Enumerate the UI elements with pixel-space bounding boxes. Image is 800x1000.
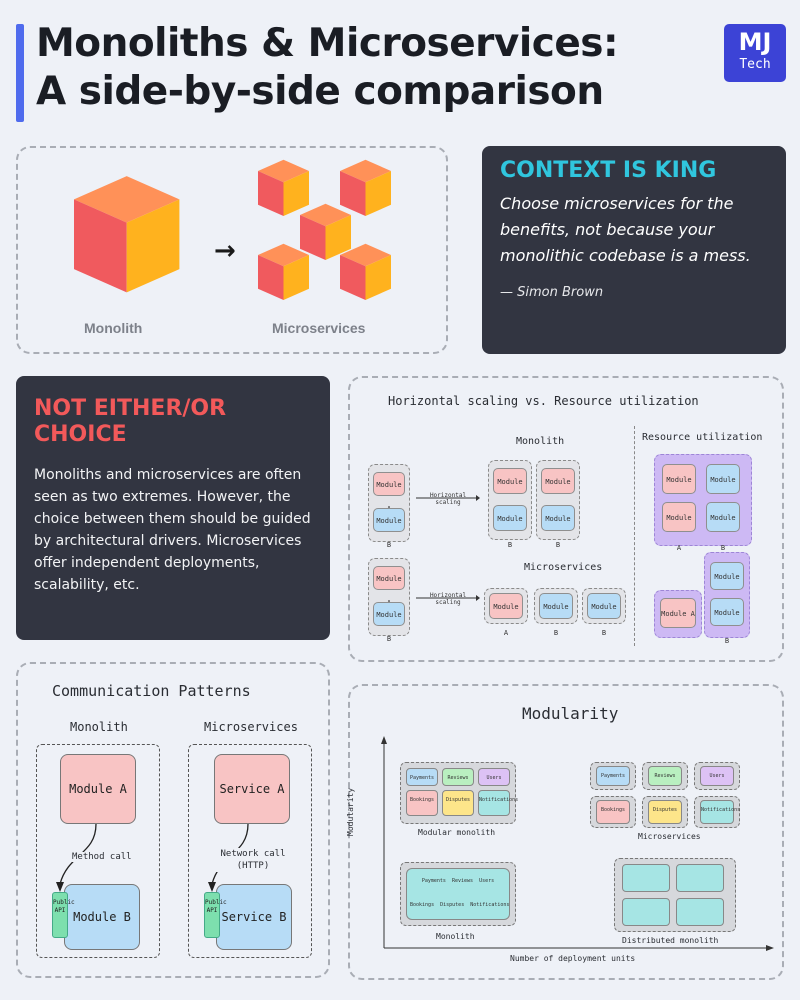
module-a: Module A bbox=[662, 502, 696, 552]
module-b: Module B bbox=[539, 593, 573, 637]
scaling-monolith-label: Monolith bbox=[516, 436, 565, 447]
scaling-title: Horizontal scaling vs. Resource utilizat… bbox=[388, 394, 699, 408]
distributed-node bbox=[622, 898, 670, 926]
module-box: Users bbox=[700, 766, 734, 786]
communication-patterns-card: Communication Patterns Monolith Microser… bbox=[16, 662, 330, 978]
module-b: Module B bbox=[64, 884, 140, 950]
public-api: Public API bbox=[204, 892, 227, 938]
distributed-node bbox=[622, 864, 670, 892]
monolith-label: Monolith bbox=[436, 932, 475, 941]
modularity-title: Modularity bbox=[522, 704, 619, 723]
module-a: Module A bbox=[660, 598, 696, 628]
comm-title: Communication Patterns bbox=[52, 682, 251, 700]
module-a: Module A bbox=[373, 472, 405, 513]
microservices-label: Microservices bbox=[272, 320, 366, 336]
module-b: Module B bbox=[493, 505, 527, 549]
monolith-block bbox=[406, 868, 510, 920]
module-b: Module B bbox=[710, 562, 744, 609]
title-line-1: Monoliths & Microservices: bbox=[36, 21, 619, 66]
module-a: Module A bbox=[489, 593, 523, 637]
scale-arrow-icon bbox=[416, 495, 480, 501]
comm-monolith-label: Monolith bbox=[70, 720, 128, 734]
module-b: Module B bbox=[706, 502, 740, 552]
module-a: Module A bbox=[662, 464, 696, 514]
module-box: Reviews bbox=[648, 766, 682, 786]
module-box: Payments bbox=[596, 766, 630, 786]
microservices-boundary bbox=[188, 744, 312, 958]
distributed-node bbox=[676, 864, 724, 892]
module-b: Module B bbox=[373, 508, 405, 549]
module-box: Bookings bbox=[406, 790, 438, 816]
module-box: Reviews bbox=[442, 768, 474, 786]
method-call-label: Method call bbox=[72, 852, 132, 862]
logo-main-text: MJ bbox=[738, 28, 772, 56]
quote-author: — Simon Brown bbox=[500, 285, 604, 300]
horizontal-scaling-label: Horizontal scaling bbox=[429, 592, 467, 606]
right-arrow-icon: → bbox=[214, 236, 236, 266]
microservices-label: Microservices bbox=[638, 832, 701, 841]
context-quote-card: CONTEXT IS KING Choose microservices for… bbox=[482, 146, 786, 354]
modular-monolith-label: Modular monolith bbox=[418, 828, 496, 837]
microservice-cube-icon bbox=[258, 159, 309, 216]
module-b: Module B bbox=[587, 593, 621, 637]
module-b: Module B bbox=[541, 505, 575, 549]
microservice-cube-icon bbox=[300, 203, 351, 260]
modularity-card: Modularity Modularity Number of deployme… bbox=[346, 684, 784, 980]
module-b: Module B bbox=[373, 602, 405, 643]
module-a: Module A bbox=[60, 754, 136, 824]
mj-tech-logo: MJ Tech bbox=[724, 24, 786, 82]
divider bbox=[634, 426, 635, 646]
quote-title: CONTEXT IS KING bbox=[500, 158, 717, 183]
module-box: Bookings bbox=[596, 800, 630, 824]
module-a: Module A bbox=[373, 566, 405, 607]
scale-arrow-icon bbox=[416, 595, 480, 601]
logo-sub-text: Tech bbox=[739, 57, 771, 72]
microservice-cube-icon bbox=[258, 243, 309, 300]
microservice-cube-icon bbox=[340, 159, 391, 216]
module-box: Notifications bbox=[478, 790, 518, 816]
distributed-monolith-label: Distributed monolith bbox=[622, 936, 719, 945]
monolith-cube-icon bbox=[74, 176, 180, 293]
module-box: Notifications bbox=[700, 800, 740, 824]
resource-utilization-label: Resource utilization bbox=[642, 432, 763, 443]
monolith-modules-row-2: Bookings Disputes Notifications bbox=[410, 902, 510, 908]
distributed-node bbox=[676, 898, 724, 926]
scaling-microservices-label: Microservices bbox=[524, 562, 603, 573]
module-a: Module A bbox=[541, 468, 575, 512]
comm-microservices-label: Microservices bbox=[204, 720, 298, 734]
module-b: Module B bbox=[706, 464, 740, 514]
monolith-vs-microservices-cubes-card: → Monolith Microservices bbox=[16, 146, 448, 354]
public-api: Public API bbox=[52, 892, 75, 938]
title-line-2: A side-by-side comparison bbox=[36, 69, 604, 114]
horizontal-scaling-label: Horizontal scaling bbox=[429, 492, 467, 506]
accent-bar bbox=[16, 24, 24, 122]
module-box: Disputes bbox=[648, 800, 682, 824]
y-axis-label: Modularity bbox=[346, 787, 355, 836]
service-a: Service A bbox=[214, 754, 290, 824]
scaling-vs-resource-card: Horizontal scaling vs. Resource utilizat… bbox=[348, 376, 784, 662]
module-box: Payments bbox=[406, 768, 438, 786]
service-b: Service B bbox=[216, 884, 292, 950]
cubes-illustration bbox=[74, 159, 391, 300]
quote-text: Choose microservices for the benefits, n… bbox=[500, 194, 751, 265]
monolith-modules-row-1: Payments Reviews Users bbox=[421, 878, 495, 884]
module-b: Module B bbox=[710, 598, 744, 645]
monolith-boundary bbox=[36, 744, 160, 958]
microservice-cube-icon bbox=[340, 243, 391, 300]
module-a: Module A bbox=[493, 468, 527, 512]
choice-text: Monoliths and microservices are often se… bbox=[34, 467, 311, 593]
x-axis-label: Number of deployment units bbox=[510, 954, 636, 963]
module-box: Users bbox=[478, 768, 510, 786]
page-title: Monoliths & Microservices: A side-by-sid… bbox=[36, 20, 716, 116]
choice-title: NOT EITHER/OR CHOICE bbox=[34, 396, 227, 447]
network-call-label: Network call (HTTP) bbox=[216, 848, 290, 872]
monolith-label: Monolith bbox=[84, 320, 143, 336]
modularity-axes bbox=[381, 736, 774, 951]
module-box: Disputes bbox=[442, 790, 474, 816]
not-either-or-card: NOT EITHER/OR CHOICE Monoliths and micro… bbox=[16, 376, 330, 640]
